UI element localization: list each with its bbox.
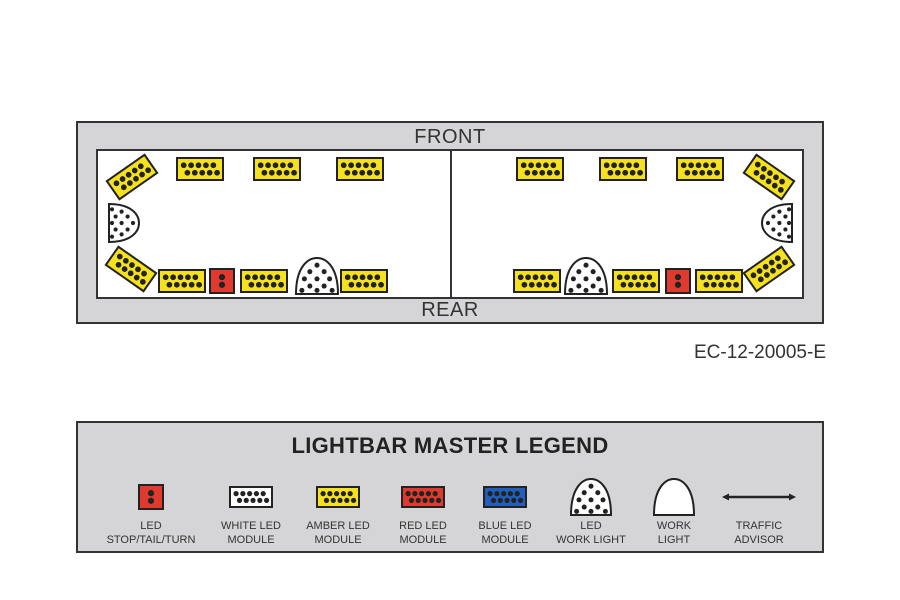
legend-label: LED WORK LIGHT xyxy=(556,520,626,546)
legend-item-amber-led-module: AMBER LED MODULE xyxy=(278,477,398,547)
led-work-light xyxy=(563,256,609,295)
stop-tail-turn-module xyxy=(209,268,235,294)
legend-item-stop-tail-turn: LED STOP/TAIL/TURN xyxy=(91,477,211,547)
blue-led-symbol xyxy=(483,486,527,508)
stop-tail-turn-module xyxy=(665,268,691,294)
amber-led-module xyxy=(336,157,384,181)
amber-led-module xyxy=(516,157,564,181)
legend-label: BLUE LED MODULE xyxy=(478,520,532,546)
amber-led-module xyxy=(240,269,288,293)
stop-tail-turn-symbol xyxy=(138,484,164,510)
work-light-symbol xyxy=(652,477,696,516)
amber-led-symbol xyxy=(316,486,360,508)
rear-label: REAR xyxy=(421,299,479,321)
white-led-module-icon xyxy=(229,486,273,508)
legend-item-traffic-advisor: TRAFFIC ADVISOR xyxy=(699,477,819,547)
white-led-symbol xyxy=(229,486,273,508)
blue-led-module-icon xyxy=(483,486,527,508)
amber-led-module-icon xyxy=(316,486,360,508)
amber-led-module xyxy=(340,269,388,293)
led-work-light-symbol xyxy=(569,477,613,516)
legend-item-led-work-light: LED WORK LIGHT xyxy=(531,477,651,547)
amber-led-module xyxy=(612,269,660,293)
red-led-symbol xyxy=(401,486,445,508)
legend-label: WHITE LED MODULE xyxy=(221,520,281,546)
legend-label: WORK LIGHT xyxy=(656,520,692,546)
legend-item-work-light: WORK LIGHT xyxy=(614,477,734,547)
amber-led-module xyxy=(253,157,301,181)
work-light-icon xyxy=(652,477,696,516)
front-label: FRONT xyxy=(414,126,486,148)
amber-led-module xyxy=(176,157,224,181)
led-work-light xyxy=(108,202,141,244)
legend-item-red-led-module: RED LED MODULE xyxy=(363,477,483,547)
amber-led-module xyxy=(599,157,647,181)
part-code: EC-12-20005-E xyxy=(693,342,826,363)
red-led-module-icon xyxy=(401,486,445,508)
led-work-light xyxy=(294,256,340,295)
amber-led-module xyxy=(742,153,796,201)
stop-tail-turn-icon xyxy=(138,484,164,510)
led-work-light-icon xyxy=(569,477,613,516)
traffic-advisor-arrow xyxy=(722,493,796,501)
amber-led-module xyxy=(104,245,158,293)
legend-panel: LIGHTBAR MASTER LEGEND LED STOP/TAIL/TUR… xyxy=(76,421,824,553)
amber-led-module xyxy=(676,157,724,181)
led-work-light xyxy=(760,202,793,244)
amber-led-module xyxy=(695,269,743,293)
amber-led-module xyxy=(513,269,561,293)
legend-label: RED LED MODULE xyxy=(399,520,447,546)
legend-label: AMBER LED MODULE xyxy=(306,520,370,546)
traffic-advisor-icon xyxy=(722,493,796,501)
amber-led-module xyxy=(742,245,796,293)
legend-label: LED STOP/TAIL/TURN xyxy=(106,520,196,546)
legend-label: TRAFFIC ADVISOR xyxy=(734,520,784,546)
legend-item-white-led-module: WHITE LED MODULE xyxy=(191,477,311,547)
legend-item-blue-led-module: BLUE LED MODULE xyxy=(445,477,565,547)
legend-title: LIGHTBAR MASTER LEGEND xyxy=(291,433,609,458)
amber-led-module xyxy=(105,153,159,201)
lightbar-center-divider xyxy=(450,151,452,297)
amber-led-module xyxy=(158,269,206,293)
